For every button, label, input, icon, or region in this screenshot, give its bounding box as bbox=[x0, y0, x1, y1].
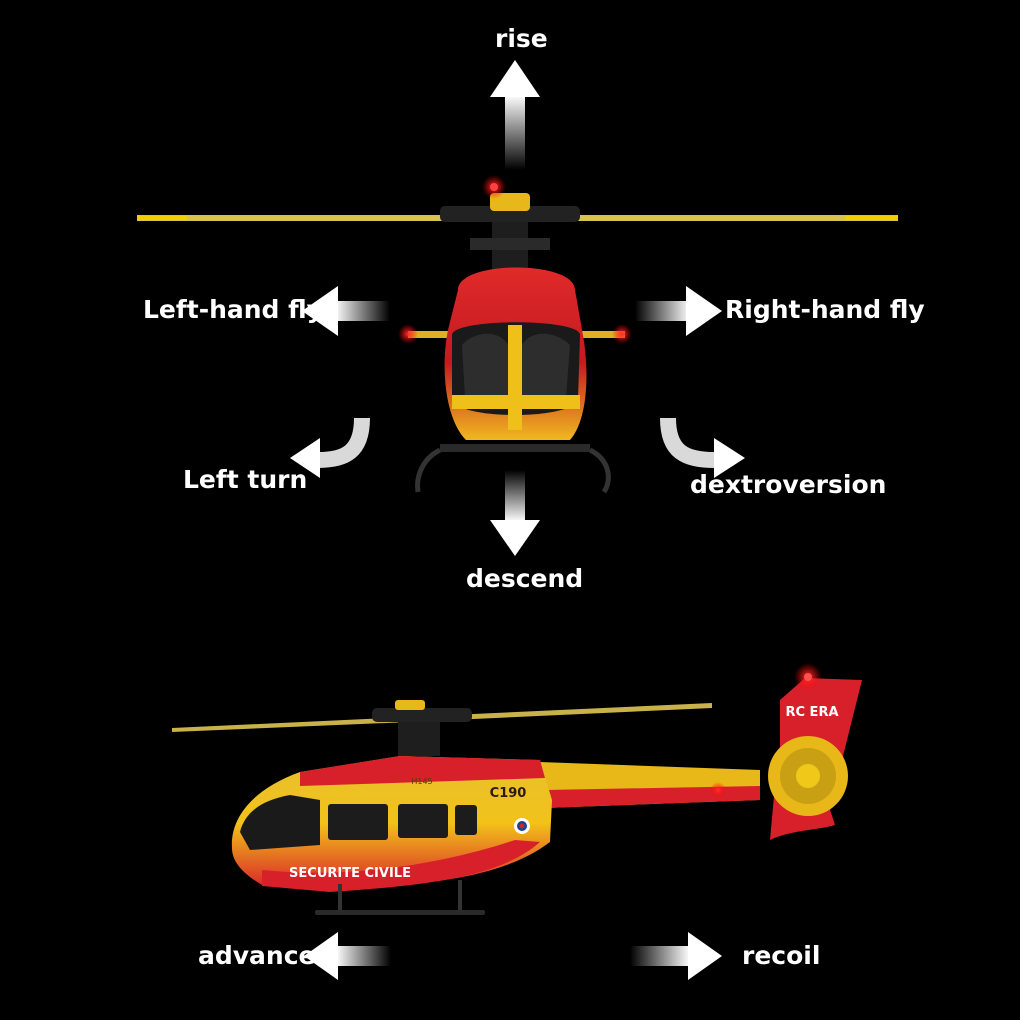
right-hand-fly-arrow bbox=[635, 286, 722, 336]
left-hand-fly-label: Left-hand fly bbox=[143, 295, 323, 324]
advance-label: advance bbox=[198, 941, 316, 970]
model-text: C190 bbox=[490, 786, 527, 801]
rise-arrow bbox=[490, 60, 540, 170]
tail-brand-text: RC ERA bbox=[785, 705, 838, 720]
dextroversion-arrow bbox=[660, 417, 745, 478]
recoil-arrow bbox=[630, 932, 722, 980]
descend-label: descend bbox=[466, 564, 584, 593]
advance-arrow bbox=[304, 932, 391, 980]
livery-text: SECURITE CIVILE bbox=[289, 866, 411, 881]
left-hand-fly-arrow bbox=[302, 286, 390, 336]
left-turn-arrow bbox=[290, 417, 370, 478]
rise-label: rise bbox=[495, 24, 548, 53]
right-hand-fly-label: Right-hand fly bbox=[725, 295, 925, 324]
dextroversion-label: dextroversion bbox=[690, 470, 887, 499]
descend-arrow bbox=[490, 470, 540, 556]
left-turn-label: Left turn bbox=[183, 465, 308, 494]
nose-text: H145 bbox=[411, 777, 432, 786]
main-rotor-front bbox=[137, 193, 898, 222]
main-rotor-side bbox=[172, 700, 712, 756]
recoil-label: recoil bbox=[742, 941, 821, 970]
